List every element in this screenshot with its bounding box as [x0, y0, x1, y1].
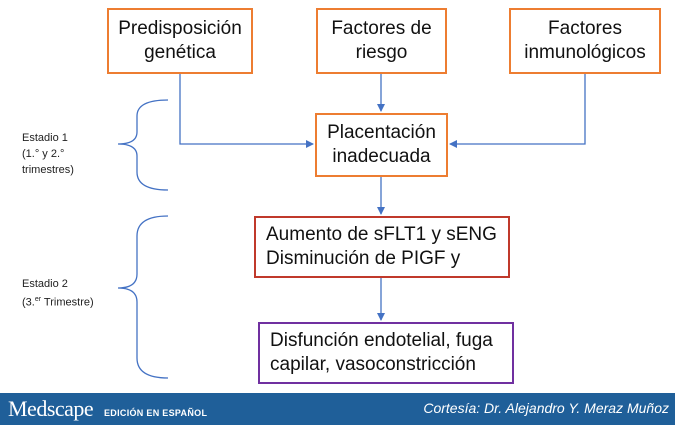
medscape-logo: Medscape [8, 396, 94, 421]
box-line: Factores [548, 18, 622, 39]
box-line: Disfunción endotelial, fuga [270, 330, 493, 351]
brace-stage-1 [117, 99, 169, 191]
box-predisposicion-genetica: Predisposición genética [107, 8, 253, 74]
stage-1-label: Estadio 1 (1.° y 2.° trimestres) [22, 130, 74, 178]
stage-line: trimestres) [22, 164, 74, 176]
brace-stage-2 [117, 215, 169, 379]
stage-line: (1.° y 2.° [22, 148, 65, 160]
pathophysiology-diagram: Predisposición genética Factores de ries… [22, 8, 661, 384]
credit-text: Cortesía: Dr. Alejandro Y. Meraz Muñoz [423, 400, 669, 416]
stage-prefix: (3. [22, 296, 35, 309]
arrow-inmunologicos-to-placentacion [449, 74, 586, 148]
arrow-predisposicion-to-placentacion [179, 74, 314, 148]
edition-label: EDICIÓN EN ESPAÑOL [104, 408, 208, 418]
stage-2-label: Estadio 2 (3.er Trimestre) [22, 276, 94, 311]
footer-bar: Medscape EDICIÓN EN ESPAÑOL Cortesía: Dr… [0, 393, 675, 425]
box-line: riesgo [355, 42, 408, 63]
box-line: Disminución de PIGF y [266, 248, 461, 269]
stage-superscript: er [34, 296, 42, 303]
box-disfuncion-endotelial: Disfunción endotelial, fuga capilar, vas… [258, 322, 514, 384]
box-factores-inmunologicos: Factores inmunológicos [509, 8, 661, 74]
box-line: Factores de [331, 18, 432, 39]
connectors [117, 74, 586, 379]
box-line: inadecuada [332, 146, 431, 167]
box-aumento-sflt1: Aumento de sFLT1 y sENG Disminución de P… [254, 216, 510, 278]
box-line: inmunológicos [524, 42, 646, 63]
box-line: Predisposición [118, 18, 242, 39]
stage-suffix: Trimestre) [41, 296, 94, 309]
stage-line: (3.er Trimestre) [22, 292, 94, 311]
box-line: Placentación [327, 122, 436, 143]
box-line: capilar, vasoconstricción [270, 354, 476, 375]
box-factores-riesgo: Factores de riesgo [316, 8, 447, 74]
box-line: genética [144, 42, 216, 63]
box-line: Aumento de sFLT1 y sENG [266, 224, 497, 245]
stage-line: Estadio 1 [22, 132, 68, 144]
box-placentacion-inadecuada: Placentación inadecuada [315, 113, 448, 177]
stage-line: Estadio 2 [22, 278, 68, 290]
